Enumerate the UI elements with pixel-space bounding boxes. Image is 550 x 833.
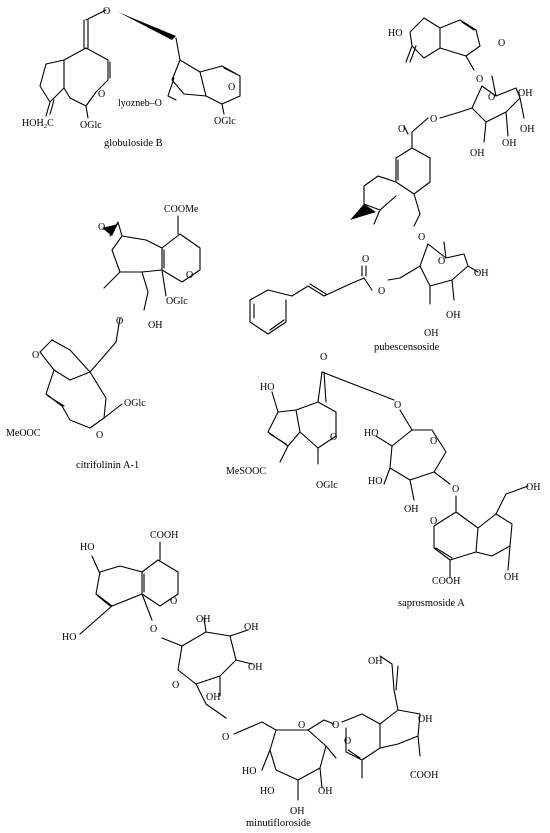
glycoside-oxygen-label-3: O <box>452 484 459 495</box>
minutifloroside-structure: COOH HO O HO O OH OH OH OH O O O O HO HO… <box>62 530 438 829</box>
carbonyl-oxygen-label: O <box>398 124 405 135</box>
oh-label-4: OH <box>470 148 484 159</box>
glycoside-oxygen-label-2: O <box>418 232 425 243</box>
glycoside-oxygen-label: O <box>476 74 483 85</box>
ring-oxygen-label-2: O <box>228 82 235 93</box>
coome-label: COOMe <box>164 204 199 215</box>
ring-oxygen-label-8: O <box>330 432 337 443</box>
ring-oxygen-label-6: O <box>186 270 193 281</box>
oh-label-1: OH <box>518 88 532 99</box>
ho-label-4: HO <box>368 476 382 487</box>
ring-oxygen-label-4: O <box>488 92 495 103</box>
oh-label-18: OH <box>368 656 382 667</box>
carbonyl-oxygen-label-2: O <box>362 254 369 265</box>
ring-oxygen-label-12: O <box>172 680 179 691</box>
pubescensoside-structure: HO O O O OH OH OH OH O O O O OH OH OH O … <box>249 17 534 353</box>
lyozneb-label: lyozneb–O <box>118 98 162 109</box>
oh-label-19: OH <box>418 714 432 725</box>
ho-label-6: HO <box>62 632 76 643</box>
ho-label: HO <box>388 28 402 39</box>
oh-label-11: OH <box>504 572 518 583</box>
pubescensoside-caption: pubescensoside <box>374 342 440 353</box>
ring-oxygen-label-13: O <box>298 720 305 731</box>
ho-label-2: HO <box>260 382 274 393</box>
ring-oxygen-label-5: O <box>438 256 445 267</box>
hoh2c-label: HOH₂C <box>22 118 54 129</box>
epoxide-oxygen-label-2: O <box>32 350 39 361</box>
epoxide-oxygen-label: O <box>98 222 105 233</box>
oh-label-5: OH <box>474 268 488 279</box>
linker-oxygen-label: O <box>222 732 229 743</box>
ring-oxygen-label-3: O <box>498 38 505 49</box>
cooh-label: COOH <box>432 576 460 587</box>
oglc-label-4: OGlc <box>124 398 146 409</box>
ring-oxygen-label-10: O <box>430 516 437 527</box>
ester-oxygen-label-4: O <box>394 400 401 411</box>
oh-label-3: OH <box>502 138 516 149</box>
oh-label-10: OH <box>526 482 540 493</box>
oglc-label-2: OGlc <box>214 116 236 127</box>
cooh-label-3: COOH <box>410 770 438 781</box>
ester-oxygen-label-2: O <box>430 114 437 125</box>
oh-label-9: OH <box>404 504 418 515</box>
oglc-label-3: OGlc <box>166 296 188 307</box>
oh-label-14: OH <box>248 662 262 673</box>
oh-label-8: OH <box>148 320 162 331</box>
oh-label-16: OH <box>318 786 332 797</box>
glycoside-oxygen-label-4: O <box>150 624 157 635</box>
ring-oxygen-label-9: O <box>430 436 437 447</box>
citrifolinin-caption: citrifolinin A-1 <box>76 460 139 471</box>
oglc-label: OGlc <box>80 120 102 131</box>
oh-label-12: OH <box>196 614 210 625</box>
glycoside-oxygen-label-5: O <box>332 720 339 731</box>
carbonyl-oxygen-label-3: O <box>320 352 327 363</box>
saprosmoside-caption: saprosmoside A <box>398 598 465 609</box>
ho-label-5: HO <box>80 542 94 553</box>
oh-label-17: OH <box>290 806 304 817</box>
ho-label-7: HO <box>242 766 256 777</box>
saprosmoside-a-structure: HO O O OGlc MeSOOC O O HO HO OH O O OH O… <box>226 352 540 609</box>
ring-oxygen-label: O <box>98 89 105 100</box>
minutifloroside-caption: minutifloroside <box>246 818 311 829</box>
ring-oxygen-label-7: O <box>96 430 103 441</box>
ester-oxygen-label-3: O <box>378 286 385 297</box>
oh-label-15: OH <box>206 692 220 703</box>
oh-label-2: OH <box>520 124 534 135</box>
oh-label-13: OH <box>244 622 258 633</box>
globuloside-b-structure: O O HOH₂C OGlc O lyozneb–O OGlc globulos… <box>22 6 241 149</box>
ho-label-8: HO <box>260 786 274 797</box>
meooc-label: MeOOC <box>6 428 41 439</box>
ring-oxygen-label-11: O <box>170 596 177 607</box>
mesooc-label: MeSOOC <box>226 466 266 477</box>
ester-oxygen-label: O <box>103 6 110 17</box>
ho-label-3: HO <box>364 428 378 439</box>
citrifolinin-a1-structure: COOMe O O OGlc OH O O OGlc O MeOOC citri… <box>6 204 201 471</box>
oh-label-6: OH <box>446 310 460 321</box>
oh-label-7: OH <box>424 328 438 339</box>
ring-oxygen-label-14: O <box>344 736 351 747</box>
cooh-label-2: COOH <box>150 530 178 541</box>
globuloside-b-caption: globuloside B <box>104 138 163 149</box>
oglc-label-5: OGlc <box>316 480 338 491</box>
